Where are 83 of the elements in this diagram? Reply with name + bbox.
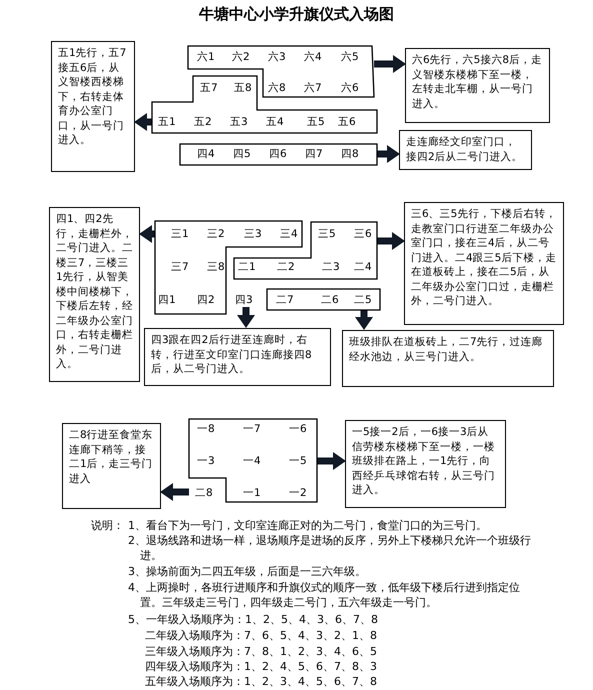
class-label: 五6 (338, 116, 356, 129)
instruction-box: 走连廊经文印室门口，接四2后从二号门进入。 (399, 130, 532, 170)
class-label: 六2 (232, 51, 250, 64)
block-arrow (317, 452, 346, 470)
class-label: 三8 (207, 261, 225, 274)
class-label: 四3 (235, 294, 257, 307)
class-label: 四8 (341, 148, 359, 161)
class-label: 六3 (268, 51, 286, 64)
class-label: 五1 (158, 116, 176, 129)
note-text: 2、退场线路和进场一样，退场顺序是进场的反序，另外上下楼梯只允许一个班级行进。 (128, 533, 532, 563)
class-formation-shape (152, 76, 377, 133)
class-label: 一1 (243, 487, 261, 500)
block-arrow (134, 113, 152, 131)
class-label: 六5 (341, 51, 359, 64)
class-label: 五3 (230, 116, 248, 129)
class-label: 二5 (354, 294, 372, 307)
class-label: 四4 (197, 148, 215, 161)
class-label: 三4 (280, 228, 298, 241)
class-label: 二7 (276, 294, 294, 307)
class-label: 二6 (321, 294, 339, 307)
instruction-box: 班级排队在道板砖上，二7先行，过连廊经水池边，从三号门进入。 (342, 330, 554, 387)
class-label: 四7 (305, 148, 323, 161)
class-label: 六6 (341, 82, 359, 95)
class-label: 五4 (266, 116, 284, 129)
notes-heading: 说明： (91, 518, 125, 533)
class-label: 二3 (322, 261, 340, 274)
class-formation-shape (189, 419, 317, 502)
note-text: 二年级入场顺序为：7、6、5、4、3、2、1、8 (145, 628, 378, 643)
class-label: 一4 (243, 455, 261, 468)
class-label: 四2 (197, 294, 215, 307)
block-arrow (377, 145, 400, 163)
class-label: 六1 (197, 51, 215, 64)
class-label: 三1 (171, 228, 189, 241)
class-label: 一8 (197, 423, 215, 436)
class-label: 二8 (195, 487, 213, 500)
block-arrow (355, 310, 373, 330)
class-formation-shape (155, 221, 302, 314)
class-label: 四6 (269, 148, 287, 161)
instruction-box: 三6、三5先行，下楼后右转，走教室门口行进至二年级办公室门口，接在三4后，从二号门进入。二4跟三5后下楼，走在道板砖上，接在二5后，从二年级办公室门口过，走栅栏外，二号门进入。 (404, 202, 564, 325)
note-text: 5、一年级入场顺序为：1、2、5、4、3、6、7、8 (128, 612, 379, 627)
class-label: 六4 (304, 51, 322, 64)
class-label: 三3 (244, 228, 262, 241)
instruction-box: 四3跟在四2后行进至连廊时，右转，行进至文印室门口连廊接四8后，从二号门进入。 (144, 328, 331, 386)
class-formation-shape (234, 222, 377, 279)
class-label: 一3 (197, 455, 215, 468)
block-arrow (139, 225, 155, 243)
block-arrow (374, 55, 406, 73)
class-label: 五7 (200, 82, 218, 95)
class-label: 一6 (289, 423, 307, 436)
instruction-box: 一5接一2后，一6接一3后从信劳楼东楼梯下至一楼，一楼班级排在路上，一1先行，向西经乒乓球馆右转，从三号门进入。 (345, 420, 506, 508)
class-formation-shape (180, 144, 377, 165)
instruction-box: 六6先行，六5接六8后，走义智楼东楼梯下至一楼，左转走北车棚，从一号门进入。 (405, 48, 550, 123)
note-text: 4、上两操时，各班行进顺序和升旗仪式的顺序一致，低年级下楼后行进到指定位置。三年级走三号门，四年级走二号门，五六年级走一号门。 (128, 580, 521, 610)
class-label: 四1 (158, 294, 176, 307)
note-text: 四年级入场顺序为：1、2、4、5、6、7、8、3 (145, 659, 378, 674)
note-text: 1、看台下为一号门，文印室连廊正对的为二号门，食堂门口的为三号门。 (128, 518, 488, 533)
class-label: 三6 (354, 228, 372, 241)
class-label: 四5 (233, 148, 251, 161)
note-text: 三年级入场顺序为：7、8、1、2、3、4、6、5 (145, 644, 378, 659)
class-label: 三2 (207, 228, 225, 241)
class-formation-shape (267, 289, 380, 310)
note-text: 3、操场前面为二四五年级，后面是一三六年级。 (128, 564, 367, 579)
block-arrow (377, 232, 405, 250)
class-label: 六7 (304, 82, 322, 95)
instruction-box: 四1、四2先行，走栅栏外，二号门进入。二楼三7，三楼三1先行，从智美楼中间楼梯下，下楼后左转，经二年级办公室门口，右转走栅栏外，二号门进入。 (49, 207, 140, 382)
instruction-box: 五1先行，五7接五6后，从义智楼西楼梯下，右转走体育办公室门口，从一号门进入。 (51, 41, 135, 172)
block-arrow (237, 307, 255, 328)
class-label: 五5 (307, 116, 325, 129)
class-label: 五8 (234, 82, 252, 95)
class-label: 三5 (318, 228, 336, 241)
class-label: 二1 (238, 261, 256, 274)
class-label: 五2 (194, 116, 212, 129)
class-label: 一5 (289, 455, 307, 468)
diagram-title: 牛塘中心小学升旗仪式入场图 (198, 5, 395, 24)
class-label: 三7 (171, 261, 189, 274)
class-label: 一2 (289, 487, 307, 500)
class-label: 二2 (277, 261, 295, 274)
note-text: 五年级入场顺序为：1、2、3、4、5、6、7、8 (145, 674, 378, 689)
class-label: 二4 (354, 261, 372, 274)
class-label: 一7 (243, 423, 261, 436)
instruction-box: 二8行进至食堂东连廊下稍等，接二1后，走三号门进入 (62, 423, 161, 509)
class-label: 六8 (268, 82, 286, 95)
class-formation-shape (188, 46, 374, 97)
